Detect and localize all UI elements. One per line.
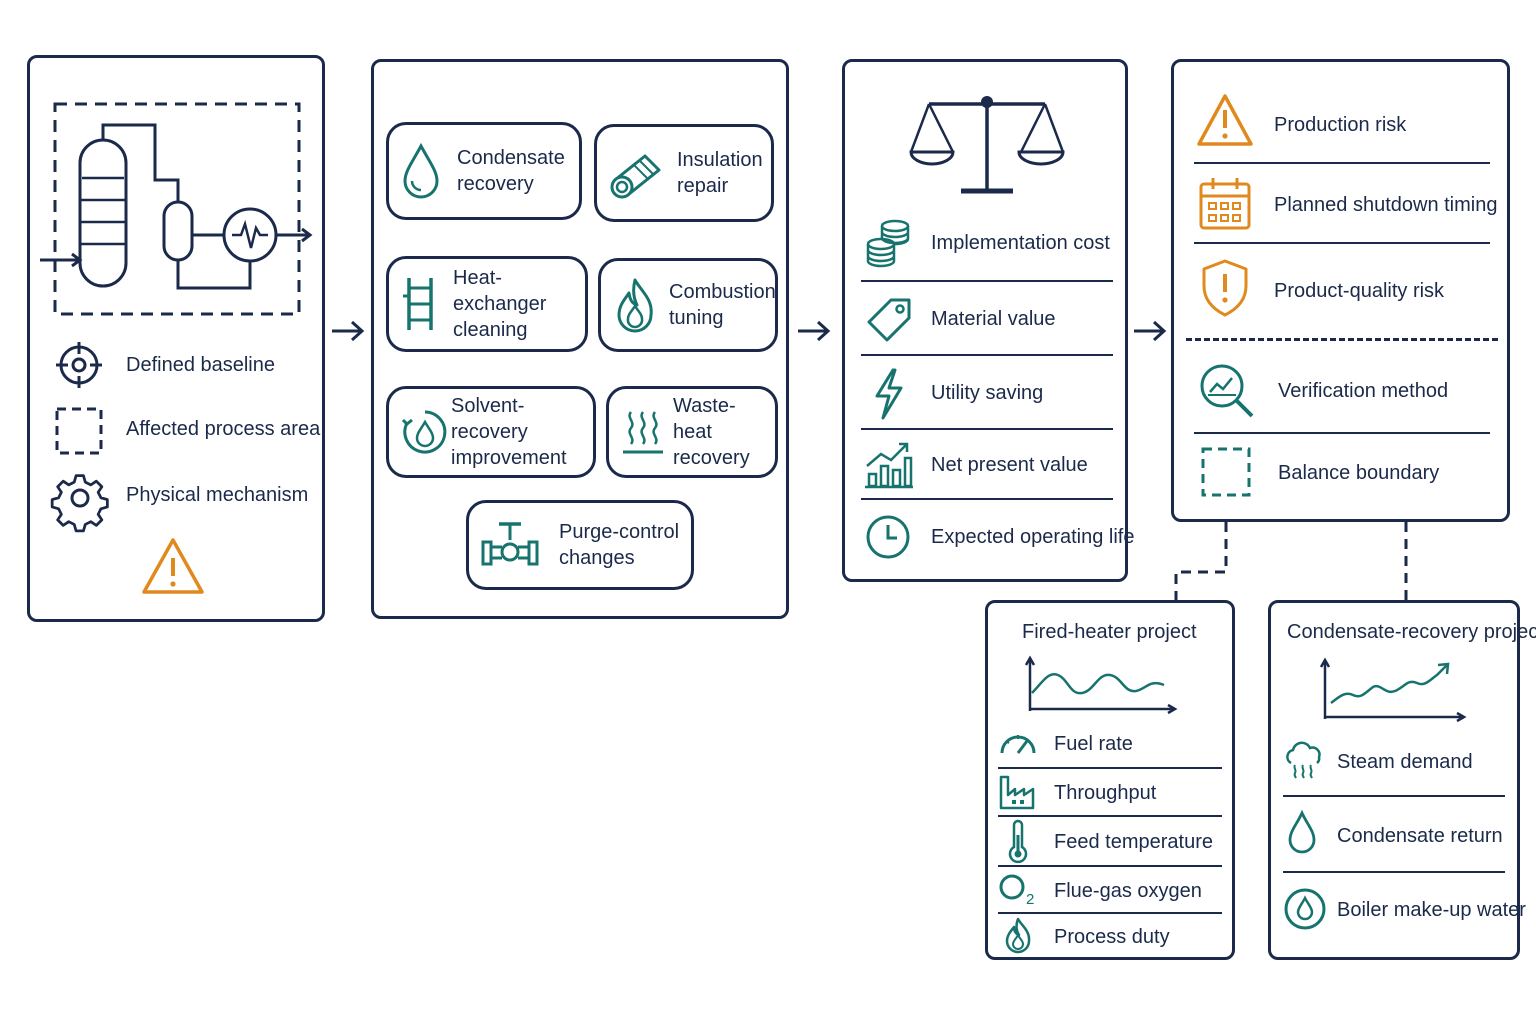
solvent-recovery-label: Solvent-recovery improvement (451, 395, 567, 469)
divider (998, 865, 1222, 867)
water-drop-circle-icon (1284, 888, 1326, 930)
heat-exchanger-cleaning-label: Heat-exchanger cleaning (453, 267, 547, 341)
boiler-make-up-water-label: Boiler make-up water (1337, 899, 1526, 921)
physical-mechanism-label: Physical mechanism (126, 484, 309, 506)
condensate-recovery-label: Condensate recovery (457, 147, 565, 195)
flue-gas-oxygen-label: Flue-gas oxygen (1054, 880, 1202, 902)
affected-process-area-label: Affected process area (126, 418, 321, 440)
expected-operating-life-label: Expected operating life (931, 526, 1135, 548)
waste-heat-recovery-card[interactable]: Waste-heat recovery (606, 386, 778, 478)
heat-exchanger-icon (403, 278, 433, 330)
net-present-value-label: Net present value (931, 454, 1088, 476)
heat-waves-icon (623, 411, 663, 454)
trend-chart-icon (1319, 657, 1467, 723)
condensate-recovery-panel: Condensate-recovery project Steam demand… (1268, 600, 1536, 960)
growth-chart-icon (865, 442, 913, 489)
divider (1194, 242, 1490, 244)
process-schematic-icon (40, 102, 313, 316)
trend-chart-icon (1024, 655, 1178, 715)
divider (1194, 162, 1490, 164)
shield-alert-icon (1202, 259, 1248, 317)
gear-icon (50, 474, 109, 533)
valve-icon (481, 522, 539, 566)
combustion-tuning-label: Combustion tuning (669, 281, 776, 329)
price-tag-icon (867, 298, 911, 342)
purge-control-label: Purge-control changes (559, 521, 680, 569)
magnifier-chart-icon (1200, 364, 1254, 418)
thermometer-icon (1008, 819, 1028, 864)
divider (998, 912, 1222, 914)
fuel-rate-label: Fuel rate (1054, 733, 1133, 755)
heat-exchanger-cleaning-card[interactable]: Heat-exchanger cleaning (386, 256, 588, 352)
divider (998, 815, 1222, 817)
production-risk-label: Production risk (1274, 114, 1407, 136)
implementation-cost-label: Implementation cost (931, 232, 1110, 254)
combustion-tuning-card[interactable]: Combustion tuning (598, 258, 778, 352)
dashed-square-icon (55, 407, 103, 455)
divider (1283, 871, 1505, 873)
process-duty-label: Process duty (1054, 926, 1170, 948)
steam-cloud-icon (1286, 741, 1321, 779)
flow-arrow (1134, 320, 1167, 342)
planned-shutdown-timing-label: Planned shutdown timing (1274, 194, 1498, 216)
material-value-label: Material value (931, 308, 1056, 330)
dashed-divider (1186, 338, 1498, 341)
baseline-panel: Defined baseline Affected process area P… (27, 55, 325, 622)
fired-heater-panel: Fired-heater project Fuel rate Throughpu… (985, 600, 1235, 960)
economics-panel: Implementation cost Material value Utili… (842, 59, 1134, 582)
insulation-roll-icon (610, 154, 661, 199)
oxygen-icon: 2 (999, 874, 1034, 908)
crosshair-icon (56, 342, 102, 388)
droplet-icon (403, 142, 439, 199)
divider (861, 280, 1113, 282)
defined-baseline-label: Defined baseline (126, 354, 275, 376)
divider (861, 428, 1113, 430)
recycle-droplet-icon (401, 410, 447, 454)
insulation-repair-label: Insulation repair (677, 149, 763, 197)
feed-temperature-label: Feed temperature (1054, 831, 1213, 853)
condensate-recovery-card[interactable]: Condensate recovery (386, 122, 582, 220)
insulation-repair-card[interactable]: Insulation repair (594, 124, 774, 222)
purge-control-card[interactable]: Purge-control changes (466, 500, 694, 590)
fired-heater-title: Fired-heater project (1022, 621, 1197, 643)
coins-icon (866, 219, 910, 268)
warning-icon (1197, 94, 1253, 146)
dashed-connector (1174, 522, 1408, 602)
divider (1283, 795, 1505, 797)
droplet-icon (1288, 809, 1316, 854)
measures-panel: Condensate recovery Insulation repair He… (371, 59, 789, 619)
verification-method-label: Verification method (1278, 380, 1449, 402)
solvent-recovery-card[interactable]: Solvent-recovery improvement (386, 386, 596, 478)
flow-arrow (798, 320, 831, 342)
divider (861, 498, 1113, 500)
svg-text:2: 2 (1026, 891, 1034, 908)
warning-icon (142, 538, 204, 594)
product-quality-risk-label: Product-quality risk (1274, 280, 1445, 302)
calendar-icon (1199, 178, 1251, 230)
steam-demand-label: Steam demand (1337, 751, 1473, 773)
flame-icon (1005, 917, 1031, 954)
balance-boundary-label: Balance boundary (1278, 462, 1440, 484)
condensate-return-label: Condensate return (1337, 825, 1503, 847)
factory-icon (999, 775, 1035, 810)
divider (1194, 432, 1490, 434)
risk-verification-panel: Production risk Planned shutdown timing … (1171, 59, 1510, 522)
condensate-recovery-title: Condensate-recovery project (1287, 621, 1536, 643)
lightning-icon (875, 368, 903, 420)
flame-icon (617, 278, 653, 333)
throughput-label: Throughput (1054, 782, 1157, 804)
waste-heat-recovery-label: Waste-heat recovery (673, 395, 750, 469)
clock-icon (866, 515, 910, 559)
gauge-icon (1000, 735, 1036, 754)
utility-saving-label: Utility saving (931, 382, 1044, 404)
balance-scale-icon (909, 96, 1065, 194)
dashed-square-icon (1201, 447, 1251, 497)
flow-arrow (332, 320, 365, 342)
divider (861, 354, 1113, 356)
divider (998, 767, 1222, 769)
